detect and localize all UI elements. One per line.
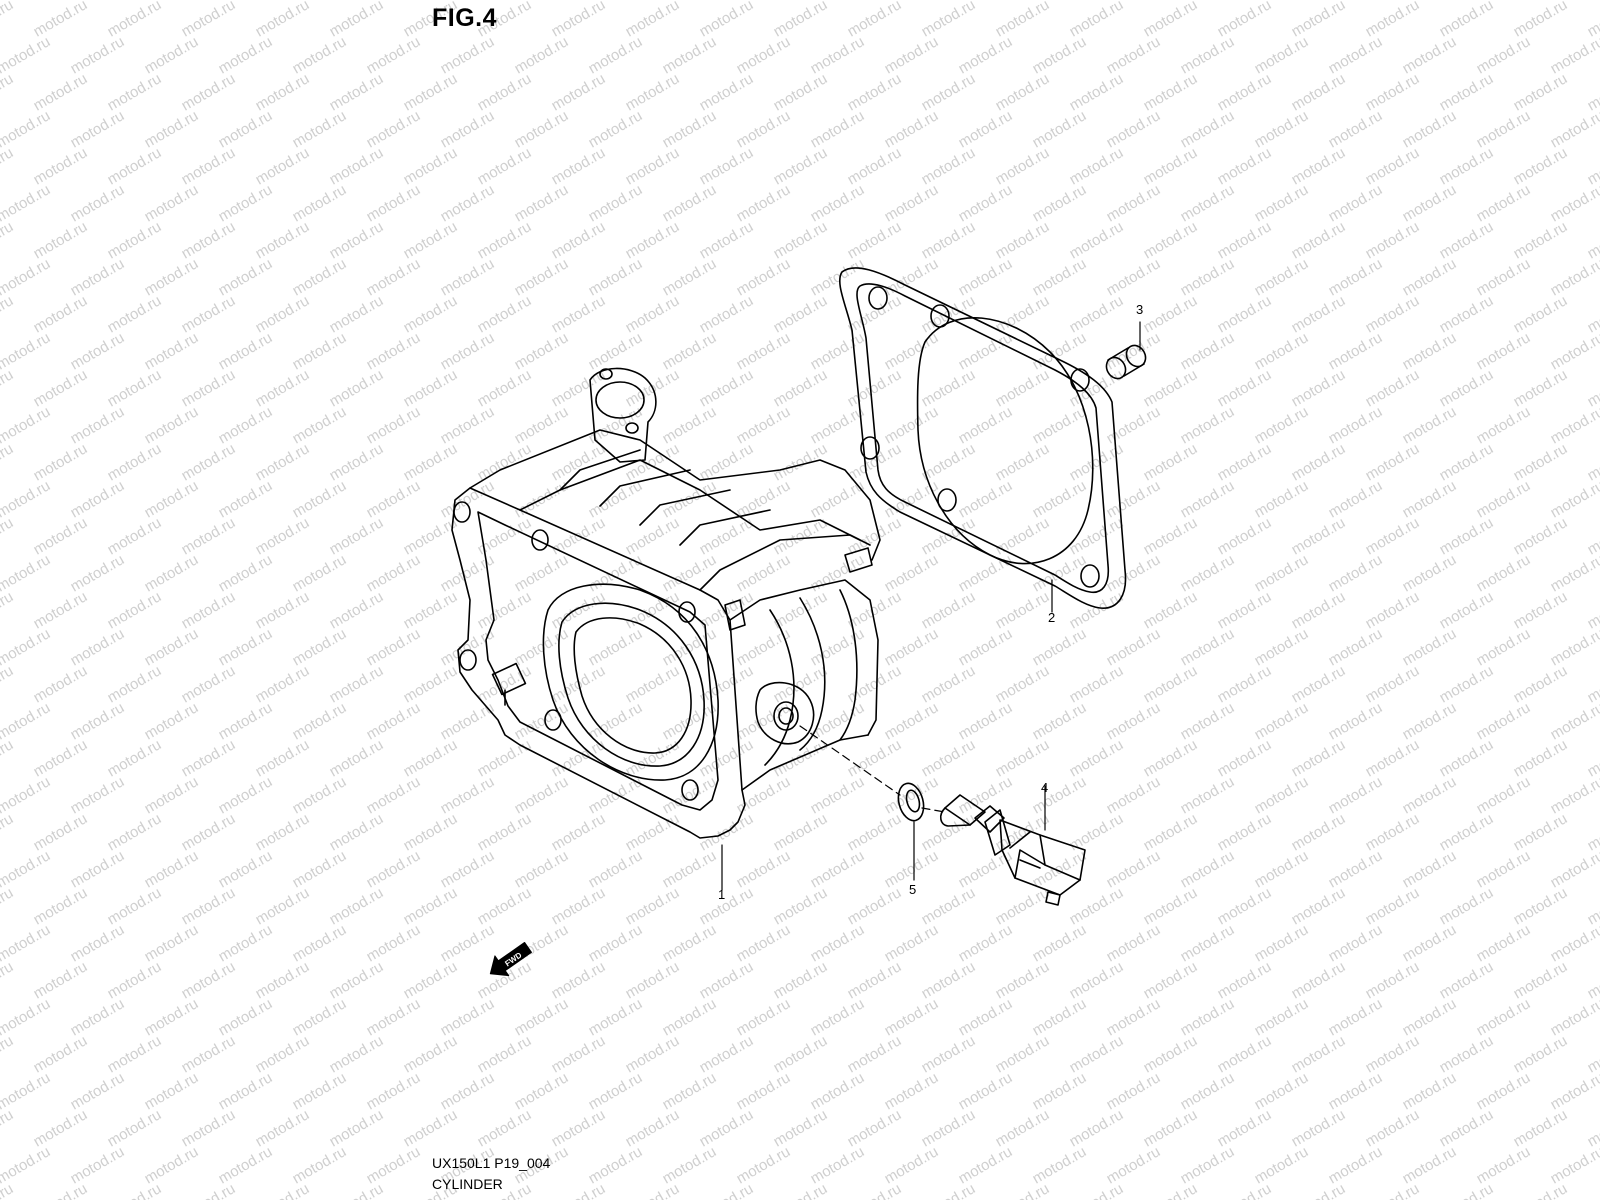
callout-1: 1 — [718, 887, 726, 902]
figure-title: FIG.4 — [432, 4, 498, 32]
callout-2: 2 — [1048, 610, 1056, 625]
cylinder-block[interactable] — [451, 367, 881, 839]
dowel-pin[interactable] — [1103, 342, 1150, 382]
leader-lines — [721, 321, 1141, 891]
section-name: CYLINDER — [432, 1176, 503, 1192]
temperature-sensor[interactable] — [939, 794, 1086, 906]
callout-4: 4 — [1041, 780, 1049, 795]
fwd-arrow-icon: FWD — [489, 941, 532, 977]
callout-3: 3 — [1136, 302, 1144, 317]
assembly-guide-lines — [799, 725, 946, 813]
callout-5: 5 — [909, 882, 917, 897]
sealing-washer[interactable] — [894, 781, 927, 824]
diagram-code: UX150L1 P19_004 — [432, 1155, 551, 1171]
cylinder-gasket[interactable] — [838, 267, 1127, 609]
